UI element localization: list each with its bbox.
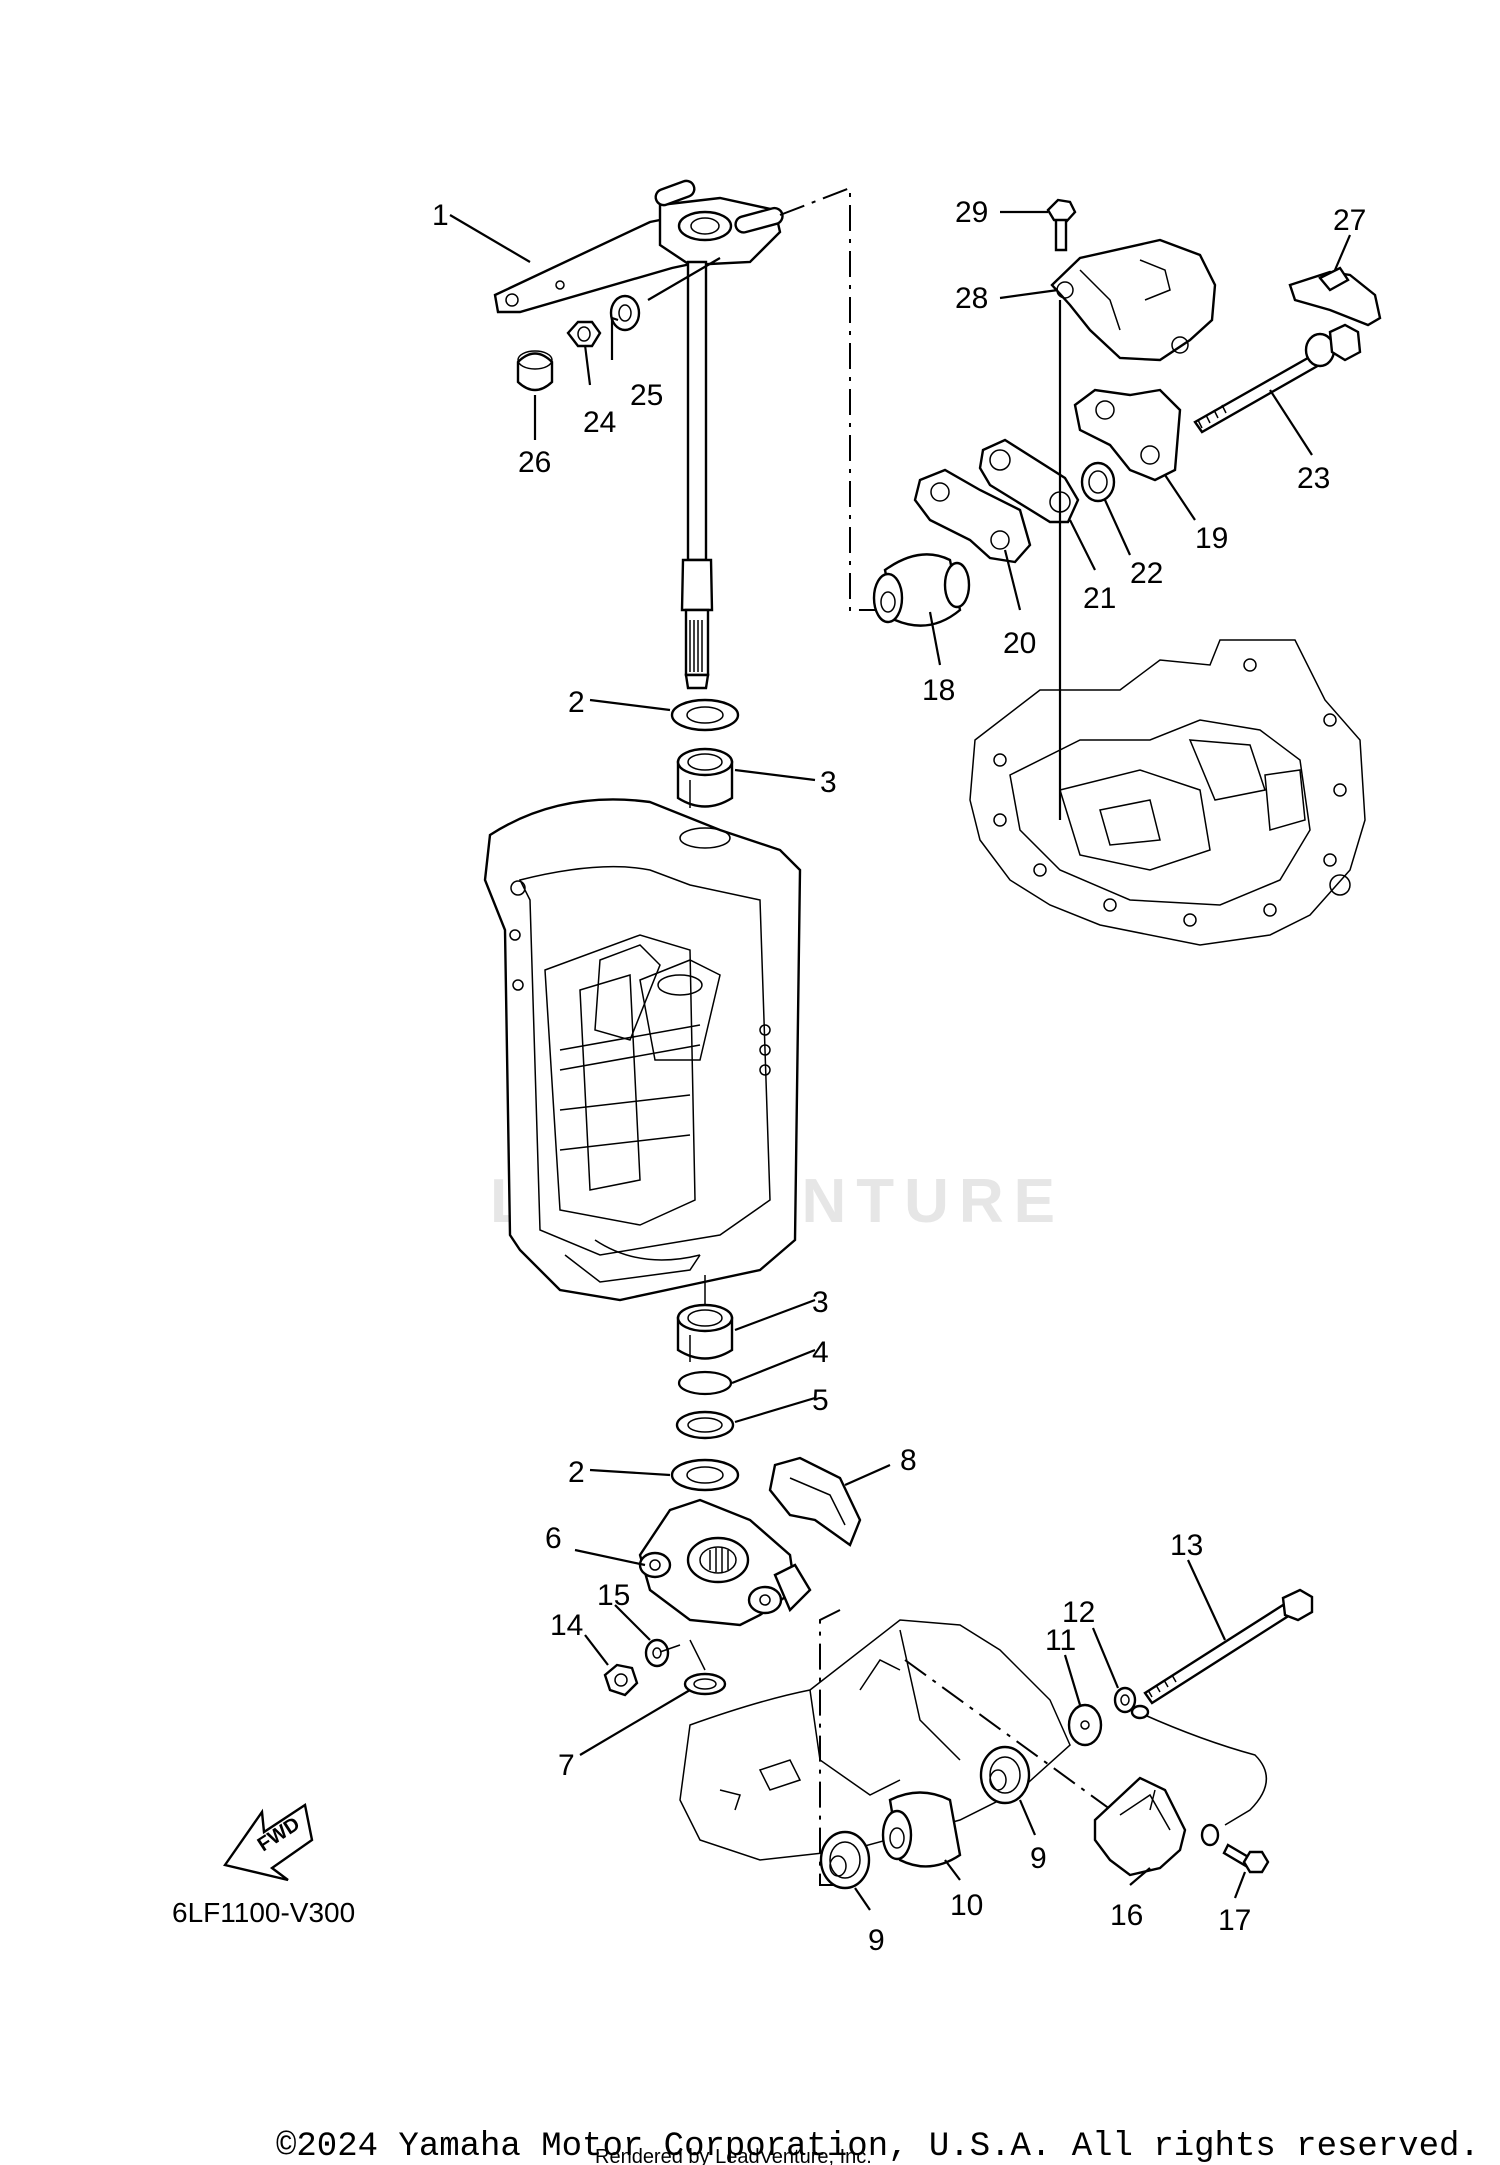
leader-lines	[449, 210, 1352, 1911]
cap-nut-26	[516, 350, 554, 392]
callout-20: 20	[1003, 627, 1036, 660]
mount-rubber-9-right	[979, 1745, 1031, 1805]
callout-21: 21	[1083, 582, 1116, 615]
callout-12: 12	[1062, 1596, 1095, 1629]
callout-13: 13	[1170, 1529, 1203, 1562]
cover-16	[1093, 1776, 1187, 1877]
mount-damper-18	[872, 553, 971, 627]
callout-19: 19	[1195, 522, 1228, 555]
washer-15	[644, 1638, 670, 1668]
swivel-bracket	[483, 798, 802, 1302]
callout-24: 24	[583, 406, 616, 439]
callout-5: 5	[812, 1384, 829, 1417]
link-plate-21	[978, 438, 1080, 524]
plate-8	[768, 1456, 862, 1547]
callout-9-upper: 9	[1030, 1842, 1047, 1875]
washer-2-lower	[670, 1458, 740, 1492]
washer-25	[609, 294, 641, 332]
plate-19	[1073, 388, 1182, 482]
callout-25: 25	[630, 379, 663, 412]
callout-10: 10	[950, 1889, 983, 1922]
lower-casing	[679, 1619, 1071, 1861]
mount-damper-10	[881, 1791, 962, 1868]
washer-5	[675, 1410, 735, 1440]
steering-arm-shaft	[493, 179, 784, 690]
callout-27: 27	[1333, 204, 1366, 237]
callout-16: 16	[1110, 1899, 1143, 1932]
o-ring-4	[677, 1370, 733, 1396]
upper-mount-cover-28	[1050, 238, 1217, 362]
callout-7: 7	[558, 1749, 575, 1782]
callout-2-upper: 2	[568, 686, 585, 719]
callout-22: 22	[1130, 557, 1163, 590]
callout-11: 11	[1045, 1624, 1076, 1657]
callout-numbers: 1 2 3 3 4 5 2 6 7 8 9 9 10 11 12 13 14 1…	[432, 196, 1366, 1957]
nut-24	[566, 320, 602, 348]
callout-17: 17	[1218, 1904, 1251, 1937]
callout-29: 29	[955, 196, 988, 229]
callout-4: 4	[812, 1336, 829, 1369]
callout-2-lower: 2	[568, 1456, 585, 1489]
rendered-by: Rendered by LeadVenture, Inc.	[595, 2146, 872, 2165]
washer-22	[1080, 461, 1116, 503]
clip-7	[683, 1672, 727, 1696]
washer-11	[1067, 1703, 1103, 1747]
plate-20	[913, 468, 1032, 564]
washer-12	[1113, 1686, 1137, 1714]
callout-18: 18	[922, 674, 955, 707]
lower-mount-yoke-6	[638, 1498, 812, 1627]
copyright-notice: ©2024 Yamaha Motor Corporation, U.S.A. A…	[276, 2128, 1480, 2165]
engine-base	[969, 639, 1366, 946]
callout-3-upper: 3	[820, 766, 837, 799]
callout-3-lower: 3	[812, 1286, 829, 1319]
fwd-arrow-icon: FWD	[223, 1803, 314, 1882]
bolt-13	[1143, 1588, 1314, 1705]
bolt-29	[1046, 198, 1077, 252]
diagram-code: 6LF1100-V300	[172, 1897, 355, 1928]
callout-1: 1	[432, 199, 449, 232]
bushing-3-lower	[676, 1275, 734, 1362]
clip-27	[1288, 266, 1382, 327]
washer-2-upper	[670, 698, 740, 732]
bolt-23	[1193, 323, 1362, 434]
callout-6: 6	[545, 1522, 562, 1555]
callout-28: 28	[955, 282, 988, 315]
callout-23: 23	[1297, 462, 1330, 495]
mount-rubber-9-left	[819, 1830, 871, 1890]
callout-8: 8	[900, 1444, 917, 1477]
callout-14: 14	[550, 1609, 583, 1642]
nut-14	[603, 1663, 639, 1697]
bushing-3-upper	[676, 747, 734, 808]
callout-26: 26	[518, 446, 551, 479]
callout-9-lower: 9	[868, 1924, 885, 1957]
bolt-17	[1200, 1823, 1270, 1874]
callout-15: 15	[597, 1579, 630, 1612]
